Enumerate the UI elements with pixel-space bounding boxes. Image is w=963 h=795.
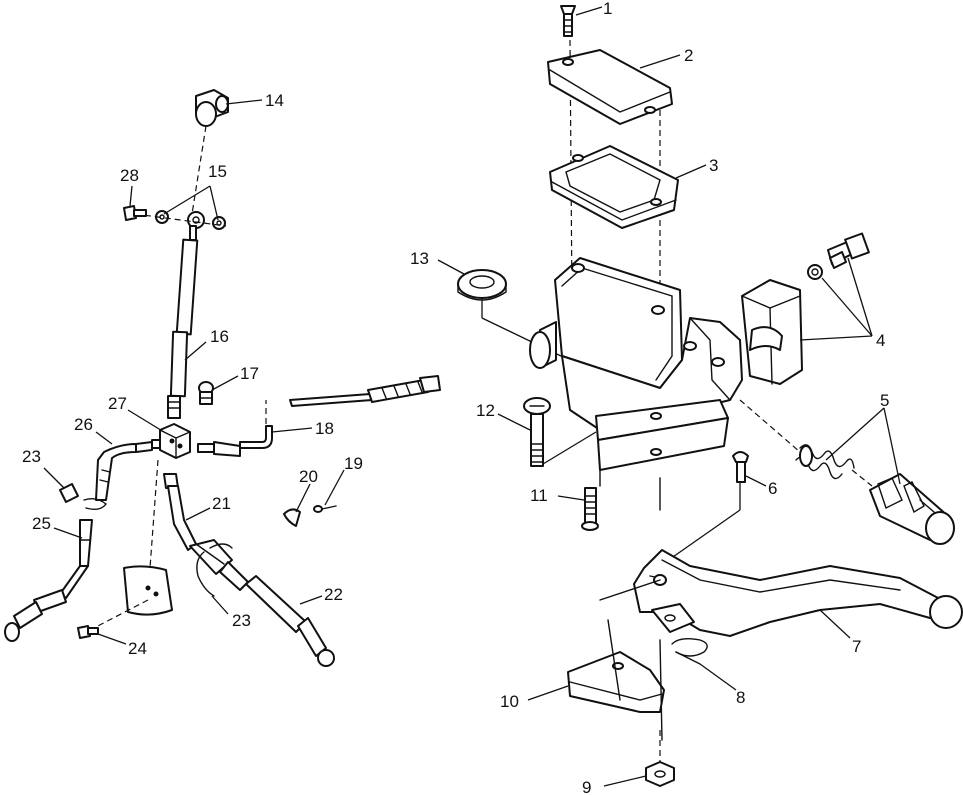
- part-15-washers: [134, 210, 227, 230]
- part-7-lever: [633, 549, 963, 637]
- part-6-pivot-pin: [659, 451, 749, 567]
- part-23-clip-right: [196, 543, 233, 597]
- callout-27: 27: [108, 394, 127, 413]
- part-12-bolt: [523, 397, 597, 467]
- callout-18: 18: [315, 419, 334, 438]
- callout-24: 24: [128, 639, 147, 658]
- callout-8: 8: [736, 688, 745, 707]
- part-25-hose: [4, 519, 93, 642]
- callout-21: 21: [212, 494, 231, 513]
- callout-23b: 23: [232, 611, 251, 630]
- part-16-hose: [167, 225, 199, 419]
- callout-11: 11: [530, 486, 548, 505]
- part-2-cover: [547, 49, 673, 125]
- callout-2: 2: [684, 46, 693, 65]
- part-11-bolt: [581, 487, 599, 531]
- part-18-line: [197, 375, 441, 457]
- part-1-screw: [560, 5, 576, 37]
- part-23-clip-left: [59, 483, 107, 511]
- part-3-gasket: [549, 145, 679, 229]
- callout-13: 13: [410, 249, 429, 268]
- callout-17: 17: [240, 364, 259, 383]
- callout-7: 7: [852, 637, 861, 656]
- callout-14: 14: [265, 91, 284, 110]
- part-28-bolt: [123, 205, 147, 221]
- callout-19: 19: [344, 454, 363, 473]
- callout-1: 1: [603, 0, 612, 18]
- callout-16: 16: [210, 327, 229, 346]
- callout-20: 20: [299, 467, 318, 486]
- part-9-nut: [645, 730, 675, 787]
- callout-28: 28: [120, 166, 139, 185]
- part-17-bleeder: [198, 381, 214, 405]
- part-22-hose: [245, 575, 335, 667]
- part-10-block: [567, 579, 665, 741]
- callout-10: 10: [500, 692, 519, 711]
- part-5-spring-piston: [739, 399, 955, 545]
- part-14-banjo: [191, 89, 229, 215]
- callout-26: 26: [74, 415, 93, 434]
- callout-3: 3: [709, 156, 718, 175]
- callout-15: 15: [208, 162, 227, 181]
- part-24-bracket: [77, 459, 173, 639]
- callout-6: 6: [768, 479, 777, 498]
- callout-labels: 1 2 3 4 5 6 7 8 9 10 11 12 13 14 15 16 1…: [22, 0, 889, 795]
- part-19-pin: [313, 505, 337, 513]
- leader-lines: [43, 6, 901, 787]
- part-27-junction: [159, 423, 191, 459]
- part-26-hose: [95, 439, 161, 501]
- callout-4: 4: [876, 331, 885, 350]
- callout-23a: 23: [22, 447, 41, 466]
- master-cylinder-body: [529, 257, 743, 511]
- part-8-spring: [671, 637, 708, 665]
- part-4-clamp: [741, 232, 870, 385]
- callout-25: 25: [32, 514, 51, 533]
- part-20-cap: [283, 508, 301, 527]
- callout-9: 9: [582, 778, 591, 795]
- callout-22: 22: [324, 585, 343, 604]
- callout-12: 12: [476, 401, 495, 420]
- part-21-hose: [163, 473, 249, 591]
- callout-5: 5: [880, 391, 889, 410]
